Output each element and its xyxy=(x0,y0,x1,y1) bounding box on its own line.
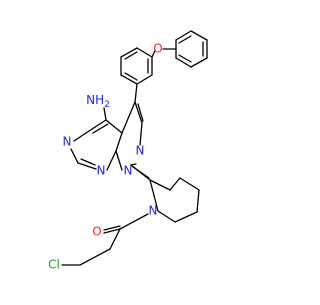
bond-line xyxy=(73,130,90,142)
pyrimidine-n7-label: N xyxy=(97,164,106,178)
bond-line xyxy=(77,162,97,170)
bond-lines xyxy=(61,30,208,266)
pyrimidine-n5-label: N xyxy=(63,135,72,149)
bond-line xyxy=(132,166,150,179)
bond-line xyxy=(149,179,159,212)
bond-line xyxy=(109,228,121,250)
bond-line xyxy=(196,189,200,213)
bond-line xyxy=(175,30,192,41)
bond-line xyxy=(190,30,208,41)
molecule-drawing: NH2 N N N N N O O Cl xyxy=(48,30,208,272)
bond-line xyxy=(88,119,107,132)
bond-line xyxy=(169,177,181,191)
bond-line xyxy=(115,150,123,171)
bond-line xyxy=(103,228,121,234)
bond-line xyxy=(70,148,79,164)
bond-line xyxy=(151,50,156,58)
pyrazole-n1-label: N xyxy=(124,164,133,178)
chlorine-label: Cl xyxy=(48,258,60,272)
bond-line xyxy=(79,248,111,266)
bond-line xyxy=(190,57,208,68)
bond-line xyxy=(124,51,138,60)
bond-line xyxy=(120,74,138,85)
bond-line xyxy=(137,103,144,122)
bond-line xyxy=(80,158,96,166)
bond-line xyxy=(106,150,117,171)
bond-line xyxy=(136,74,153,85)
pyrazole-n2-label: N xyxy=(136,144,145,158)
bond-line xyxy=(124,72,138,81)
bond-line xyxy=(121,101,136,134)
ether-o-label: O xyxy=(153,42,162,56)
bond-line xyxy=(149,179,171,191)
piperidine-n-label: N xyxy=(149,204,158,218)
bond-line xyxy=(115,132,123,152)
bond-line xyxy=(178,35,192,44)
bond-line xyxy=(120,47,138,58)
bond-line xyxy=(175,57,192,68)
bond-line xyxy=(92,123,109,134)
bond-line xyxy=(103,107,107,121)
bond-line xyxy=(134,101,143,124)
bond-line xyxy=(179,177,200,191)
amine-nh2-label: NH2 xyxy=(86,93,110,110)
structure-canvas: NH2 N N N N N O O Cl xyxy=(48,30,208,272)
carbonyl-o-label: O xyxy=(92,225,101,239)
bond-line xyxy=(103,225,121,231)
bond-line xyxy=(174,211,198,223)
bond-line xyxy=(119,213,149,230)
bond-line xyxy=(157,210,176,223)
bond-line xyxy=(136,47,153,58)
bond-line xyxy=(105,119,123,134)
bond-line xyxy=(139,122,143,146)
bond-line xyxy=(178,54,192,63)
bond-line xyxy=(134,83,138,103)
